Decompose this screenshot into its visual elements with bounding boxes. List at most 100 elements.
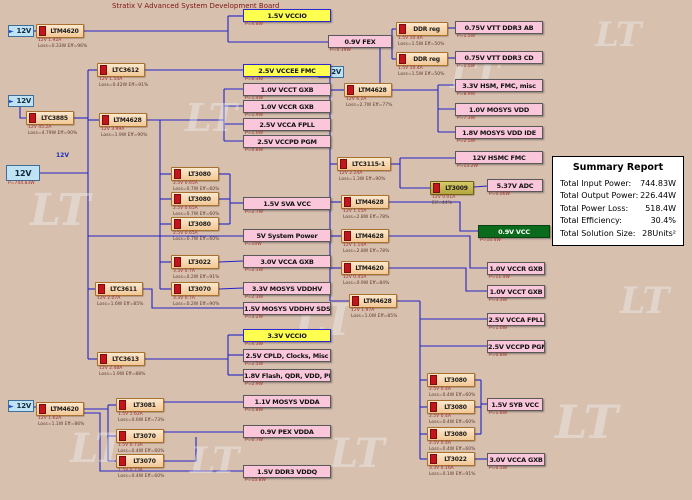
chip-icon xyxy=(430,375,437,385)
chip-icon xyxy=(347,85,354,95)
load-vccpd-pgm-l-annotations: P=0.8W xyxy=(245,148,263,154)
reg-ltc3612-annotation-1: Loss=0.42W Eff=91% xyxy=(99,82,149,88)
load-mosys-sds-annotation-0: P=3.2W xyxy=(245,315,264,320)
diagram-title: Stratix V Advanced System Development Bo… xyxy=(112,2,280,10)
wire xyxy=(473,185,488,188)
reg-ltm4620-2-annotation-0: 12V 1.62A xyxy=(38,416,62,421)
wire xyxy=(218,287,244,290)
reg-ltc3885-label: LTC3885 xyxy=(41,114,68,122)
reg-lt3080-2-annotation-1: Loss=0.7W Eff=60% xyxy=(173,211,220,217)
reg-lt3070-1-label: LT3070 xyxy=(188,285,211,293)
summary-row-label: Total Output Power: xyxy=(560,191,639,201)
source-12v-top[interactable]: ►12V xyxy=(8,25,34,37)
source-12v-bottom[interactable]: ►12V xyxy=(8,400,34,412)
load-vccio-33-annotation-0: P=4.3W xyxy=(245,342,264,347)
wire xyxy=(389,235,487,269)
reg-ltm4628-1-annotation-0: 12V 3.99A xyxy=(101,127,125,132)
source-arrow-icon: ► xyxy=(9,402,14,410)
source-arrow-icon: ► xyxy=(9,27,14,35)
reg-ltm4628-3-label: LTM4628 xyxy=(355,198,384,206)
source-12v-mid[interactable]: ►12V xyxy=(8,95,34,107)
reg-ltm4620-1-annotation-0: 12V 1.92A xyxy=(38,38,62,43)
load-09-vcc-annotations: P=10.4W xyxy=(480,238,501,244)
chip-icon xyxy=(119,431,126,441)
load-mosys-vdd-ide-annotations: P=2.5W xyxy=(457,139,475,145)
chip-icon xyxy=(340,159,347,169)
load-pex-vdda-label: 0.9V PEX VDDA xyxy=(260,427,314,436)
load-vcct-gxb-r-annotation-0: P=3.3W xyxy=(489,298,508,303)
load-fex-annotations: P=0.19W xyxy=(330,48,351,54)
reg-lt3070-2-annotation-0: 1.5V 0.73A xyxy=(118,443,143,448)
load-vcca-gxb-r-annotation-0: P=0.5W xyxy=(489,466,508,471)
reg-lt3080-1-annotation-1: Loss=0.7W Eff=60% xyxy=(173,186,220,192)
load-cpld-annotation-0: P=2.5W xyxy=(245,362,264,367)
load-vcct-gxb-l-annotations: P=1.4W xyxy=(245,96,263,102)
